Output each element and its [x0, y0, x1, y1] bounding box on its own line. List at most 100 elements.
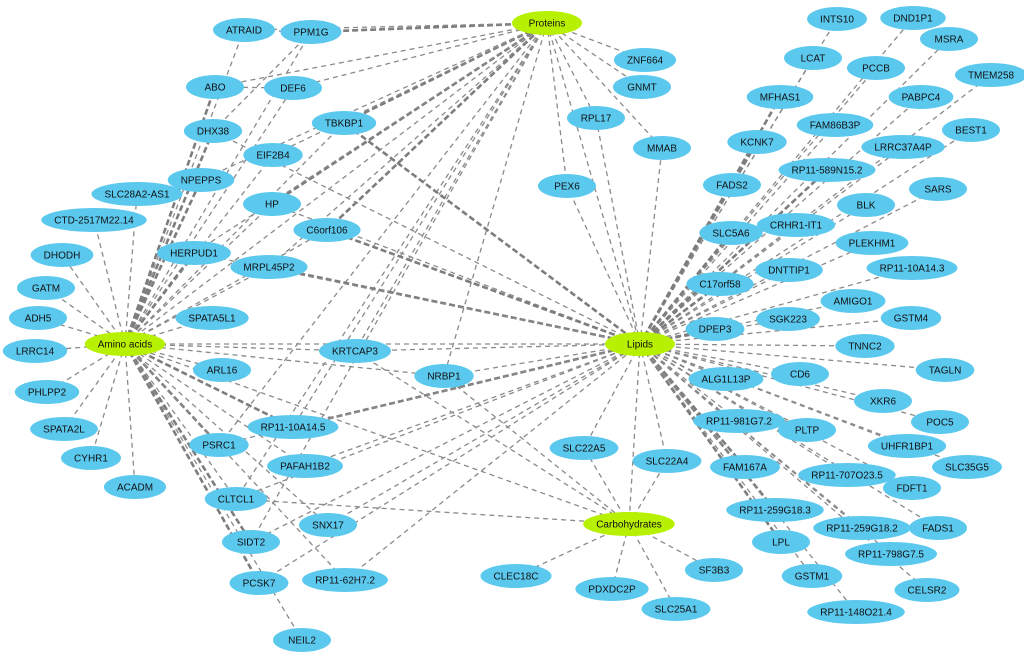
gene-node-fdft1[interactable]: FDFT1: [883, 476, 941, 500]
gene-node-tbkbp1[interactable]: TBKBP1: [311, 111, 377, 135]
gene-node-pabpc4[interactable]: PABPC4: [888, 85, 954, 109]
gene-node-lrrc37a4p[interactable]: LRRC37A4P: [861, 135, 945, 159]
gene-node-mfhas1[interactable]: MFHAS1: [746, 85, 814, 109]
gene-node-poc5[interactable]: POC5: [911, 410, 969, 434]
gene-node-fam167a[interactable]: FAM167A: [710, 455, 780, 479]
gene-node-rp11-798g7-5[interactable]: RP11-798G7.5: [845, 542, 937, 566]
gene-node-tnnc2[interactable]: TNNC2: [835, 334, 895, 358]
gene-node-gstm1[interactable]: GSTM1: [781, 564, 843, 588]
gene-node-hp[interactable]: HP: [243, 192, 301, 216]
gene-node-dpep3[interactable]: DPEP3: [685, 317, 745, 341]
gene-node-clec18c[interactable]: CLEC18C: [480, 564, 552, 588]
gene-node-best1[interactable]: BEST1: [942, 118, 1000, 142]
gene-node-msra[interactable]: MSRA: [920, 27, 978, 51]
gene-label-dpep3: DPEP3: [699, 325, 732, 336]
gene-node-spata2l[interactable]: SPATA2L: [30, 417, 98, 441]
gene-node-rp11-10a14-3[interactable]: RP11-10A14.3: [866, 256, 958, 280]
gene-node-fam86b3p[interactable]: FAM86B3P: [796, 113, 874, 137]
gene-node-crhr1-it1[interactable]: CRHR1-IT1: [756, 213, 836, 237]
gene-node-c17orf58[interactable]: C17orf58: [686, 272, 754, 296]
gene-node-pdxdc2p[interactable]: PDXDC2P: [575, 577, 649, 601]
gene-node-slc28a2-as1[interactable]: SLC28A2-AS1: [91, 182, 183, 206]
gene-node-slc5a6[interactable]: SLC5A6: [699, 221, 763, 245]
gene-node-slc22a4[interactable]: SLC22A4: [632, 449, 702, 473]
gene-node-plekhm1[interactable]: PLEKHM1: [835, 231, 909, 255]
gene-node-ints10[interactable]: INTS10: [807, 7, 867, 31]
gene-node-kcnk7[interactable]: KCNK7: [727, 130, 787, 154]
gene-node-mmab[interactable]: MMAB: [633, 136, 691, 160]
hub-node-lipids[interactable]: Lipids: [605, 332, 675, 356]
gene-node-slc35g5[interactable]: SLC35G5: [932, 455, 1002, 479]
gene-node-gstm4[interactable]: GSTM4: [880, 306, 942, 330]
gene-node-herpud1[interactable]: HERPUD1: [157, 241, 231, 265]
gene-node-cyhr1[interactable]: CYHR1: [61, 446, 121, 470]
gene-node-rp11-259g18-2[interactable]: RP11-259G18.2: [813, 516, 911, 540]
gene-node-npepps[interactable]: NPEPPS: [167, 168, 235, 192]
gene-node-slc25a1[interactable]: SLC25A1: [641, 597, 711, 621]
gene-label-neil2: NEIL2: [288, 636, 316, 647]
hub-node-amino-acids[interactable]: Amino acids: [84, 332, 166, 356]
gene-node-dnttip1[interactable]: DNTTIP1: [755, 258, 823, 282]
gene-node-eif2b4[interactable]: EIF2B4: [243, 143, 303, 167]
gene-node-psrc1[interactable]: PSRC1: [189, 433, 249, 457]
hub-node-carbohydrates[interactable]: Carbohydrates: [583, 512, 675, 536]
gene-node-gnmt[interactable]: GNMT: [613, 75, 671, 99]
gene-node-rp11-62h7-2[interactable]: RP11-62H7.2: [302, 568, 388, 592]
edge-lipids-rp11-589n15-2: [639, 169, 828, 345]
gene-node-pccb[interactable]: PCCB: [847, 56, 905, 80]
gene-node-spata5l1[interactable]: SPATA5L1: [175, 306, 249, 330]
gene-node-rp11-259g18-3[interactable]: RP11-259G18.3: [726, 498, 824, 522]
gene-node-sars[interactable]: SARS: [909, 177, 967, 201]
gene-node-phlpp2[interactable]: PHLPP2: [14, 380, 80, 404]
gene-node-cd6[interactable]: CD6: [771, 362, 829, 386]
gene-node-tmem258[interactable]: TMEM258: [954, 63, 1024, 87]
gene-node-ctd-2517m22-14[interactable]: CTD-2517M22.14: [41, 208, 147, 232]
gene-node-cltcl1[interactable]: CLTCL1: [204, 487, 268, 511]
gene-node-pafah1b2[interactable]: PAFAH1B2: [267, 454, 343, 478]
gene-node-dnd1p1[interactable]: DND1P1: [880, 6, 946, 30]
gene-node-lrrc14[interactable]: LRRC14: [2, 339, 68, 363]
gene-node-pltp[interactable]: PLTP: [778, 418, 836, 442]
gene-node-acadm[interactable]: ACADM: [103, 475, 167, 499]
gene-node-slc22a5[interactable]: SLC22A5: [549, 436, 619, 460]
gene-node-pex6[interactable]: PEX6: [538, 174, 596, 198]
gene-node-znf664[interactable]: ZNF664: [613, 48, 677, 72]
gene-node-rp11-981g7-2[interactable]: RP11-981G7.2: [693, 409, 785, 433]
gene-node-krtcap3[interactable]: KRTCAP3: [319, 339, 391, 363]
gene-node-alg1l13p[interactable]: ALG1L13P: [688, 367, 764, 391]
gene-node-celsr2[interactable]: CELSR2: [894, 578, 960, 602]
gene-node-sidt2[interactable]: SIDT2: [222, 530, 280, 554]
gene-node-atraid[interactable]: ATRAID: [213, 18, 275, 42]
gene-node-rpl17[interactable]: RPL17: [567, 106, 625, 130]
gene-node-gatm[interactable]: GATM: [17, 276, 75, 300]
gene-node-rp11-10a14-5[interactable]: RP11-10A14.5: [247, 415, 339, 439]
gene-node-pcsk7[interactable]: PCSK7: [229, 571, 289, 595]
gene-node-ppm1g[interactable]: PPM1G: [280, 20, 342, 44]
gene-node-dhodh[interactable]: DHODH: [30, 243, 94, 267]
gene-node-blk[interactable]: BLK: [837, 193, 895, 217]
hub-node-proteins[interactable]: Proteins: [512, 11, 582, 35]
gene-node-abo[interactable]: ABO: [186, 75, 244, 99]
gene-node-dhx38[interactable]: DHX38: [183, 119, 243, 143]
gene-node-c6orf106[interactable]: C6orf106: [293, 218, 361, 242]
gene-node-rp11-707o23-5[interactable]: RP11-707O23.5: [798, 463, 896, 487]
gene-node-snx17[interactable]: SNX17: [299, 513, 357, 537]
gene-node-arl16[interactable]: ARL16: [193, 358, 251, 382]
gene-node-neil2[interactable]: NEIL2: [273, 628, 331, 652]
gene-node-uhfr1bp1[interactable]: UHFR1BP1: [867, 434, 947, 458]
gene-node-def6[interactable]: DEF6: [264, 76, 322, 100]
gene-node-lpl[interactable]: LPL: [752, 530, 810, 554]
gene-node-rp11-589n15-2[interactable]: RP11-589N15.2: [778, 158, 876, 182]
gene-node-xkr6[interactable]: XKR6: [854, 389, 912, 413]
gene-node-fads1[interactable]: FADS1: [909, 516, 967, 540]
gene-node-sf3b3[interactable]: SF3B3: [685, 558, 743, 582]
gene-node-fads2[interactable]: FADS2: [703, 173, 761, 197]
gene-node-amigo1[interactable]: AMIGO1: [820, 289, 886, 313]
gene-node-nrbp1[interactable]: NRBP1: [414, 364, 474, 388]
gene-node-rp11-148o21-4[interactable]: RP11-148O21.4: [807, 600, 905, 624]
gene-node-tagln[interactable]: TAGLN: [915, 358, 975, 382]
gene-node-adh5[interactable]: ADH5: [9, 306, 67, 330]
gene-node-mrpl45p2[interactable]: MRPL45P2: [230, 255, 308, 279]
gene-node-sgk223[interactable]: SGK223: [756, 307, 820, 331]
gene-node-lcat[interactable]: LCAT: [784, 46, 842, 70]
